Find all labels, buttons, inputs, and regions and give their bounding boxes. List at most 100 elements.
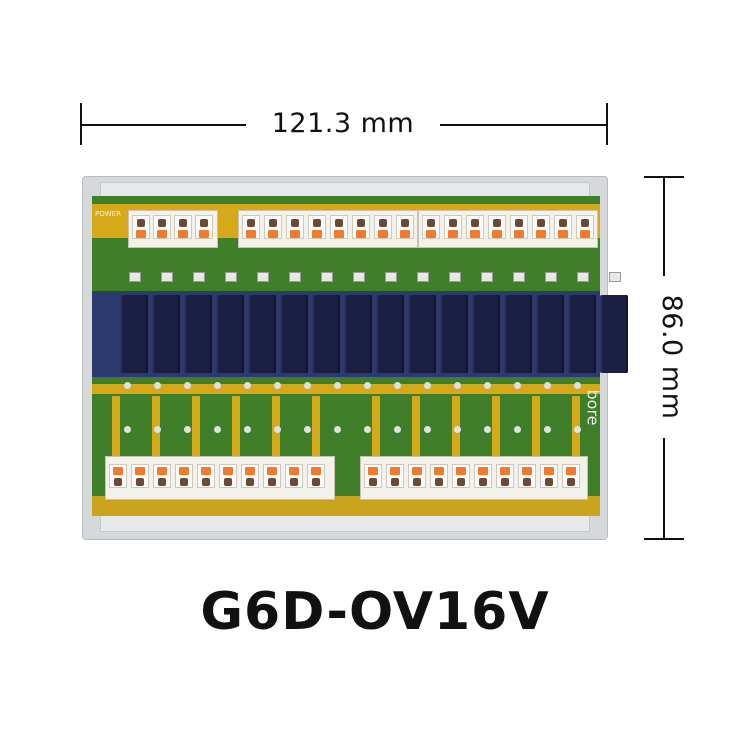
relay [536, 295, 564, 373]
spring-terminal [510, 215, 528, 239]
terminal-hole [369, 478, 377, 486]
solder-pad [214, 382, 221, 389]
terminal-hole [246, 478, 254, 486]
terminal-lever [456, 467, 466, 475]
relay [152, 295, 180, 373]
solder-pad [304, 426, 311, 433]
model-name: G6D-OV16V [200, 582, 550, 642]
height-dimension-bottom-tick [644, 538, 684, 540]
brand-mark: bore [583, 389, 603, 426]
width-dimension-right-tick [606, 103, 608, 145]
solder-pad [424, 382, 431, 389]
solder-pad [454, 426, 461, 433]
spring-terminal [307, 464, 325, 488]
spring-terminal [576, 215, 594, 239]
terminal-lever [448, 230, 458, 238]
relay [184, 295, 212, 373]
spring-terminal [131, 464, 149, 488]
terminal-hole [200, 219, 208, 227]
terminal-lever [580, 230, 590, 238]
indicator-led [481, 272, 493, 282]
spring-terminal [175, 464, 193, 488]
solder-pad [364, 426, 371, 433]
spring-terminal [532, 215, 550, 239]
terminal-lever [334, 230, 344, 238]
terminal-hole [268, 478, 276, 486]
spring-terminal [153, 464, 171, 488]
relay [216, 295, 244, 373]
terminal-hole [379, 219, 387, 227]
terminal-lever [426, 230, 436, 238]
spring-terminal [263, 464, 281, 488]
solder-pad [544, 426, 551, 433]
solder-pad [424, 426, 431, 433]
solder-pad [334, 426, 341, 433]
spring-terminal [330, 215, 348, 239]
solder-pad [394, 426, 401, 433]
solder-pad [244, 382, 251, 389]
terminal-hole [515, 219, 523, 227]
indicator-led [385, 272, 397, 282]
solder-pad [214, 426, 221, 433]
relay [376, 295, 404, 373]
indicator-led [513, 272, 525, 282]
solder-pad [124, 382, 131, 389]
terminal-lever [201, 467, 211, 475]
relay [600, 295, 628, 373]
indicator-led [577, 272, 589, 282]
terminal-hole [291, 219, 299, 227]
terminal-lever [311, 467, 321, 475]
spring-terminal [352, 215, 370, 239]
spring-terminal [195, 215, 213, 239]
terminal-lever [267, 467, 277, 475]
solder-pad [154, 426, 161, 433]
terminal-hole [413, 478, 421, 486]
spring-terminal [408, 464, 426, 488]
terminal-lever [368, 467, 378, 475]
relay [312, 295, 340, 373]
terminal-lever [470, 230, 480, 238]
spring-terminal [109, 464, 127, 488]
spring-terminal [364, 464, 382, 488]
spring-terminal [285, 464, 303, 488]
terminal-hole [158, 478, 166, 486]
spring-terminal [374, 215, 392, 239]
terminal-hole [179, 219, 187, 227]
solder-pad [124, 426, 131, 433]
spring-terminal [496, 464, 514, 488]
terminal-lever [157, 230, 167, 238]
indicator-led [289, 272, 301, 282]
terminal-hole [269, 219, 277, 227]
terminal-hole [137, 219, 145, 227]
terminal-lever [223, 467, 233, 475]
housing-bottom-edge [100, 514, 590, 532]
solder-pad [274, 426, 281, 433]
height-dimension-label: 86.0 mm [656, 294, 687, 420]
solder-pad [244, 426, 251, 433]
indicator-led [353, 272, 365, 282]
relay [344, 295, 372, 373]
spring-terminal [452, 464, 470, 488]
relay [440, 295, 468, 373]
terminal-lever [268, 230, 278, 238]
spring-terminal [132, 215, 150, 239]
terminal-hole [401, 219, 409, 227]
relay [568, 295, 596, 373]
spring-terminal [430, 464, 448, 488]
terminal-hole [471, 219, 479, 227]
spring-terminal [219, 464, 237, 488]
spring-terminal [174, 215, 192, 239]
terminal-lever [522, 467, 532, 475]
spring-terminal [286, 215, 304, 239]
terminal-lever [179, 467, 189, 475]
relay [120, 295, 148, 373]
terminal-lever [246, 230, 256, 238]
spring-terminal [197, 464, 215, 488]
width-dimension-line-right [440, 124, 606, 126]
spring-terminal [241, 464, 259, 488]
indicator-led [609, 272, 621, 282]
relay [280, 295, 308, 373]
spring-terminal [444, 215, 462, 239]
terminal-lever [500, 467, 510, 475]
terminal-hole [449, 219, 457, 227]
